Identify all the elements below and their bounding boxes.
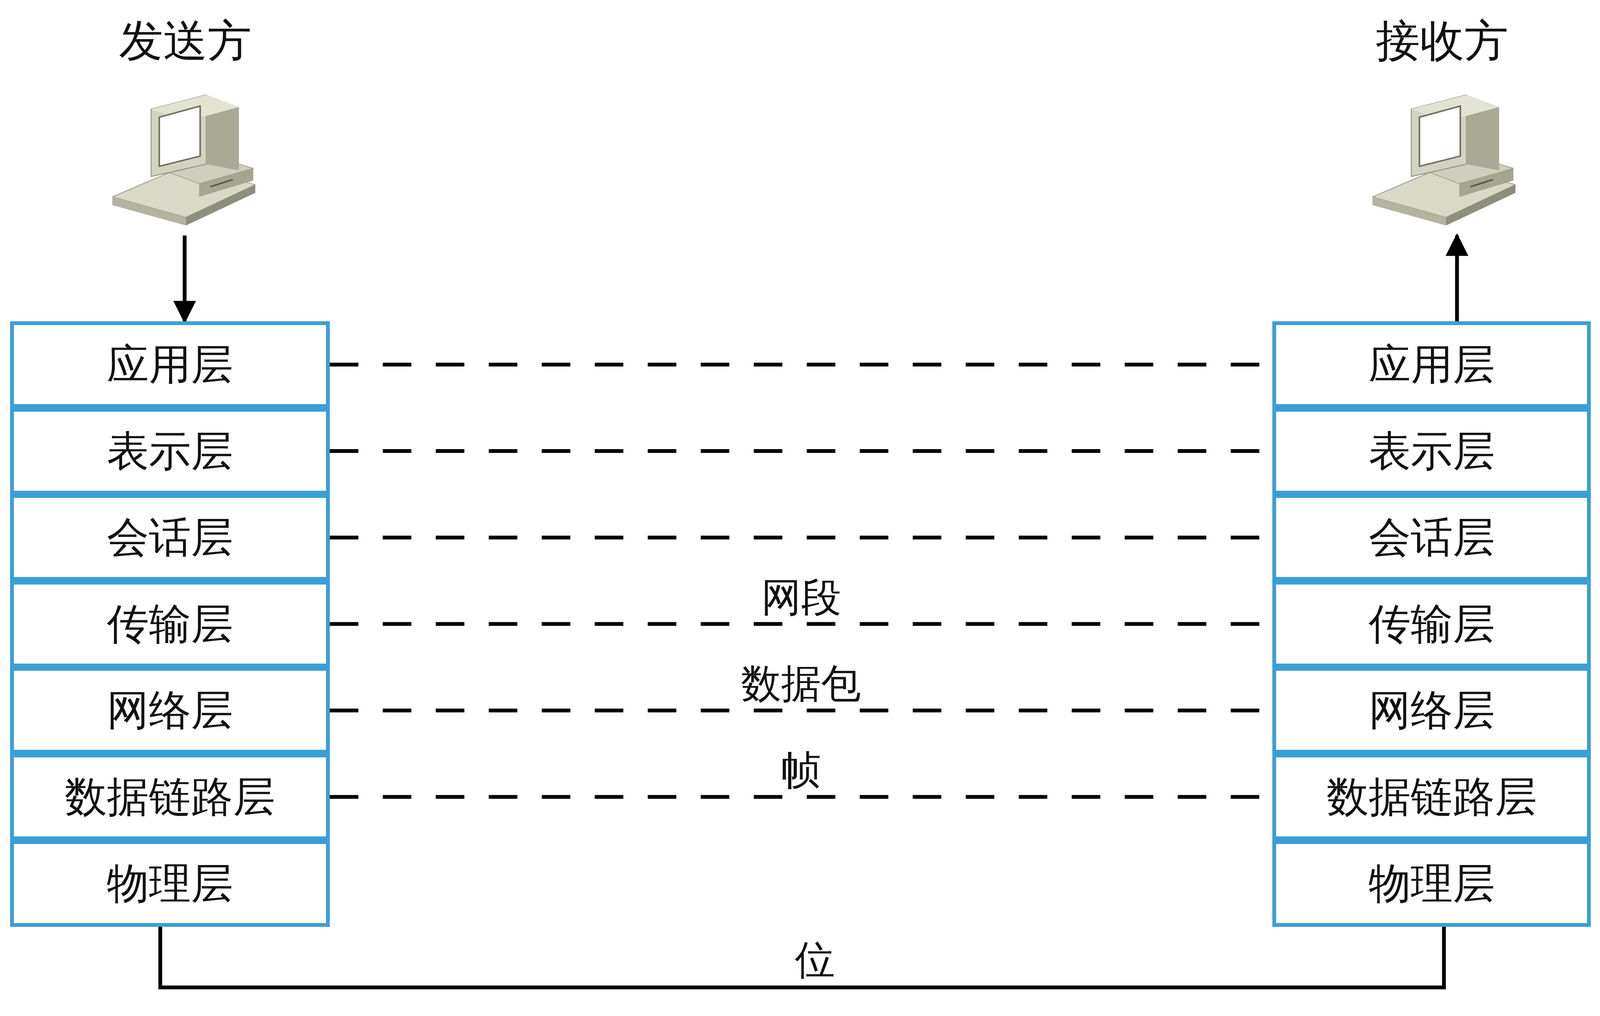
osi-layer-box: 会话层 (10, 494, 330, 581)
computer-icon (112, 86, 256, 230)
physical-link (160, 927, 1444, 988)
osi-layer-box: 物理层 (1272, 840, 1591, 928)
osi-layer-box: 应用层 (1272, 321, 1591, 408)
peer-dashed-line (329, 622, 1273, 626)
layer-name: 物理层 (1368, 860, 1495, 907)
layer-name: 传输层 (1368, 601, 1495, 648)
peer-dashed-line (329, 535, 1273, 540)
peer-dashed-line (329, 795, 1273, 800)
osi-layer-box: 数据链路层 (1272, 753, 1591, 841)
osi-layer-box: 传输层 (1272, 580, 1591, 668)
flow-arrow (1455, 235, 1460, 322)
osi-layer-box: 数据链路层 (10, 753, 330, 841)
osi-layer-box: 网络层 (10, 667, 330, 754)
osi-layer-box: 会话层 (1272, 494, 1591, 581)
layer-name: 会话层 (106, 514, 234, 561)
pdu-label: 网段 (757, 574, 846, 620)
layer-name: 网络层 (1368, 687, 1495, 734)
layer-name: 应用层 (106, 341, 234, 388)
pdu-label: 位 (790, 937, 840, 983)
layer-name: 应用层 (1368, 341, 1495, 388)
osi-layer-box: 网络层 (1272, 667, 1591, 754)
sender-computer: 发送方 (96, 16, 274, 236)
layer-name: 网络层 (106, 687, 234, 734)
receiver-computer: 接收方 (1353, 16, 1531, 236)
layer-name: 表示层 (1368, 428, 1495, 475)
pdu-label: 数据包 (736, 661, 866, 706)
layer-name: 数据链路层 (1326, 773, 1537, 821)
peer-dashed-line (329, 708, 1273, 713)
osi-layer-box: 应用层 (10, 321, 330, 408)
osi-layer-box: 传输层 (10, 580, 330, 668)
osi-layer-box: 表示层 (1272, 407, 1591, 495)
pdu-label: 帧 (776, 748, 826, 793)
flow-arrow (182, 235, 187, 322)
host-label: 接收方 (1375, 16, 1509, 66)
layer-name: 会话层 (1368, 514, 1495, 561)
computer-icon (1372, 86, 1516, 230)
layer-name: 传输层 (106, 601, 234, 648)
layer-name: 表示层 (106, 428, 234, 475)
host-label: 发送方 (119, 16, 252, 66)
layer-name: 数据链路层 (64, 773, 276, 821)
peer-dashed-line (329, 362, 1273, 367)
layer-name: 物理层 (106, 860, 234, 907)
peer-dashed-line (329, 449, 1273, 453)
osi-layer-box: 表示层 (10, 407, 330, 495)
osi-layer-box: 物理层 (10, 840, 330, 928)
